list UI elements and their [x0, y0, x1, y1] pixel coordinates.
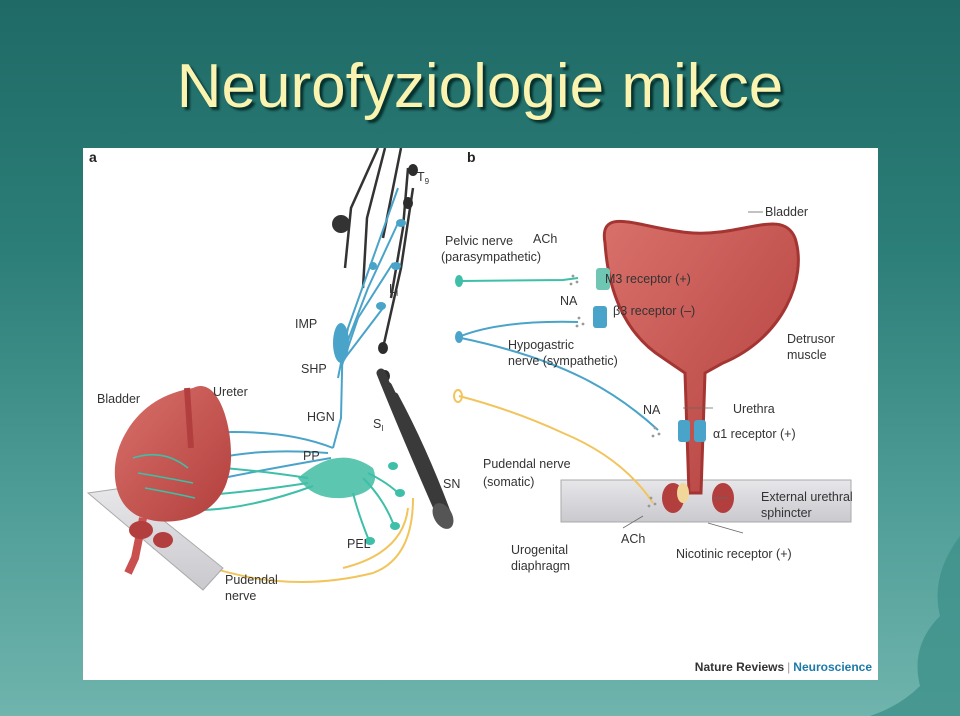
imp-ganglion [333, 323, 349, 363]
label-detrusor-1: Detrusor [787, 332, 835, 346]
label-na-mid: NA [643, 403, 661, 417]
label-m3: M3 receptor (+) [605, 272, 691, 286]
label-bladder-b: Bladder [765, 205, 808, 219]
pudendal-nerve-soma [453, 389, 463, 403]
label-urethra: Urethra [733, 402, 775, 416]
label-sn: SN [443, 477, 460, 491]
ganglion-neuron [332, 215, 350, 233]
label-ext-sphincter-2: sphincter [761, 506, 812, 520]
label-shp: SHP [301, 362, 327, 376]
slide-title: Neurofyziologie mikce [176, 52, 784, 121]
label-detrusor-2: muscle [787, 348, 827, 362]
panel-a-letter: a [89, 149, 97, 165]
synapse-dots [569, 274, 661, 508]
panel-b-pelvic-nerve [460, 277, 579, 282]
label-l1: LI [389, 282, 398, 298]
panel-b-diaphragm [560, 479, 852, 523]
figure-credit: Nature Reviews|Neuroscience [694, 660, 872, 674]
label-leader-lines [622, 211, 763, 534]
spinal-nerve-roots [343, 148, 415, 349]
panel-a-blue-nerves [202, 187, 399, 479]
hypogastric-nerve-soma [455, 331, 463, 343]
label-beta3: β3 receptor (–) [613, 304, 695, 318]
label-pp: PP [303, 449, 320, 463]
decorative-wave [870, 536, 960, 716]
label-pel: PEL [347, 537, 371, 551]
label-imp: IMP [295, 317, 317, 331]
bladder-innervation-figure: a [83, 148, 878, 680]
label-pudendal-b-2: (somatic) [483, 475, 534, 489]
panel-b-hypogastric-nerve [460, 320, 659, 431]
pelvic-plexus [187, 457, 405, 545]
label-pelvic-2: (parasympathetic) [441, 250, 541, 264]
label-nicotinic: Nicotinic receptor (+) [676, 547, 792, 561]
label-hypogastric-2: nerve (sympathetic) [508, 354, 618, 368]
label-ext-sphincter-1: External urethral [761, 490, 853, 504]
sacral-nerve-cut-end [432, 503, 454, 529]
panel-b-pudendal-nerve [458, 395, 654, 504]
label-urogenital-2: diaphragm [511, 559, 570, 573]
label-t9: T9 [417, 170, 430, 186]
label-s1: SI [373, 417, 384, 433]
credit-journal: Neuroscience [793, 660, 872, 674]
panel-b-bladder [602, 219, 800, 513]
diagram-canvas: a [86, 148, 853, 603]
label-hypogastric-1: Hypogastric [508, 338, 574, 352]
label-bladder-a: Bladder [97, 392, 140, 406]
panel-a-bladder [114, 386, 232, 575]
label-pelvic-1: Pelvic nerve [445, 234, 513, 248]
panel-b-receptors [593, 268, 706, 442]
sacral-nerve-bundle [376, 368, 451, 516]
label-pudendal-a-1: Pudendal [225, 573, 278, 587]
label-ureter: Ureter [213, 385, 248, 399]
label-pudendal-b-1: Pudendal nerve [483, 457, 571, 471]
credit-publisher: Nature Reviews [694, 660, 785, 674]
label-hgn: HGN [307, 410, 335, 424]
label-ach-top: ACh [533, 232, 557, 246]
label-pudendal-a-2: nerve [225, 589, 256, 603]
label-na-top: NA [560, 294, 578, 308]
panel-a-blue-endings [369, 219, 406, 310]
panel-b-letter: b [467, 149, 476, 165]
pelvic-nerve-soma [455, 275, 463, 287]
label-ach-bottom: ACh [621, 532, 645, 546]
label-urogenital-1: Urogenital [511, 543, 568, 557]
label-alpha1: α1 receptor (+) [713, 427, 796, 441]
